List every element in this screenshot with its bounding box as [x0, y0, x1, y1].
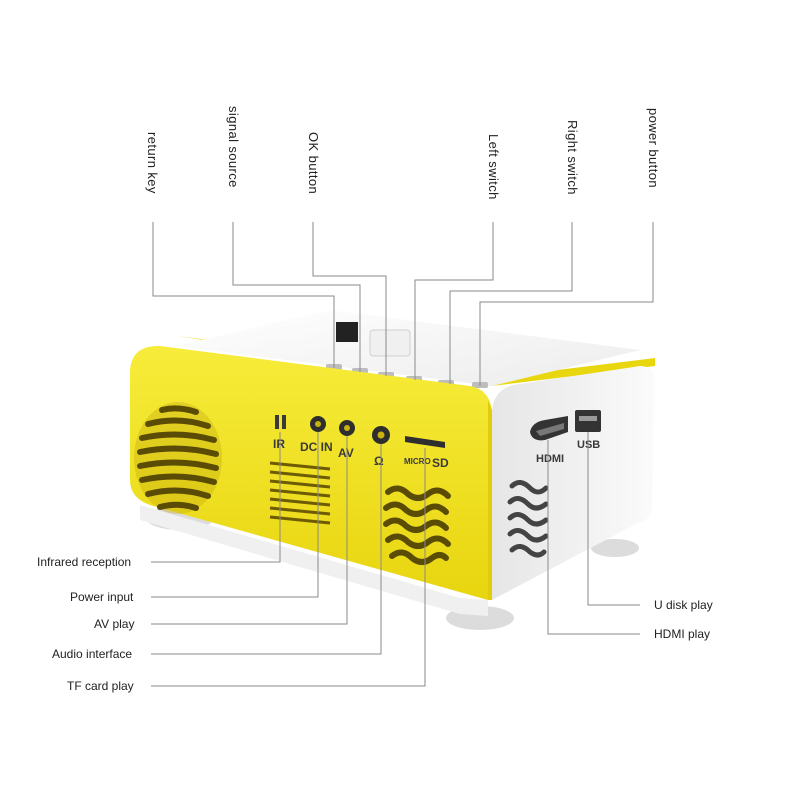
print-micro: MICRO — [404, 457, 431, 466]
callout-left-switch: Left switch — [486, 134, 501, 200]
print-av: AV — [338, 446, 354, 460]
callout-power-input: Power input — [70, 590, 134, 604]
front-base-strip — [140, 505, 488, 616]
print-hdmi: HDMI — [536, 453, 564, 465]
speaker-grille — [134, 402, 222, 514]
callout-audio-interface: Audio interface — [52, 647, 133, 661]
callout-av-play: AV play — [94, 617, 135, 631]
front-ports — [310, 416, 445, 448]
callout-ok-button: OK button — [306, 132, 321, 195]
callout-power-button: power button — [646, 108, 661, 188]
side-ports — [530, 410, 601, 441]
callout-signal-source: signal source — [226, 106, 241, 188]
print-ir: IR — [273, 437, 285, 451]
power-slider-switch — [336, 322, 358, 342]
callout-u-disk-play: U disk play — [654, 598, 713, 612]
print-usb: USB — [577, 439, 600, 451]
callout-tf-card-play: TF card play — [67, 679, 134, 693]
leader-lines-top — [152, 222, 654, 386]
leader-lines-left — [151, 432, 426, 687]
vent-pattern-side — [507, 480, 549, 558]
callout-infrared-reception: Infrared reception — [37, 555, 132, 569]
vent-pattern-front — [383, 485, 451, 565]
top-window — [369, 329, 411, 357]
leader-lines-right — [547, 432, 640, 635]
print-sd: SD — [432, 456, 449, 470]
print-headphone-icon: Ω — [374, 454, 384, 468]
callout-return-key: return key — [145, 132, 160, 194]
print-dc-in: DC IN — [300, 440, 333, 454]
callout-right-switch: Right switch — [565, 120, 580, 195]
ir-window — [275, 415, 286, 429]
callout-hdmi-play: HDMI play — [654, 627, 711, 641]
